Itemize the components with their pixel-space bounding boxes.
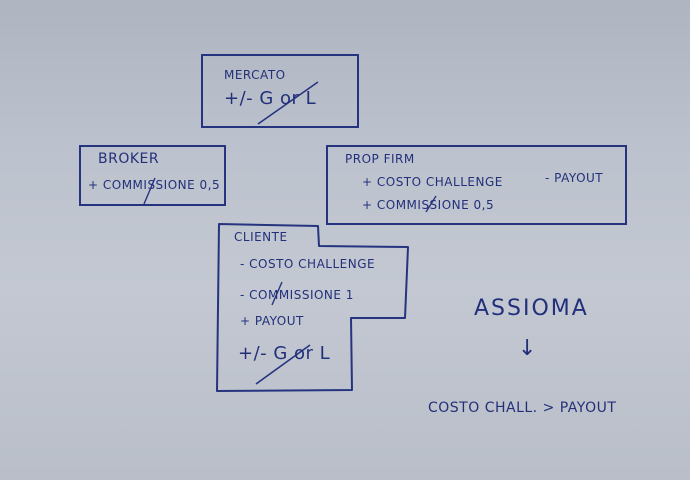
broker-box [79,145,226,206]
assioma-arrow-icon: ↓ [518,336,539,361]
broker-line1: + COMMISSIONE 0,5 [88,178,221,192]
cliente-line3: + PAYOUT [240,314,304,328]
assioma-title: ASSIOMA [474,296,589,321]
cliente-line2: - COMMISSIONE 1 [240,288,354,302]
mercato-box [201,54,359,128]
prop-firm-payout: - PAYOUT [545,171,604,185]
cliente-gol-strike [255,344,311,385]
cliente-box-outline [216,223,409,392]
prop-firm-strike [425,195,437,213]
cliente-title: CLIENTE [234,230,288,244]
mercato-strike [257,81,319,125]
cliente-line1: - COSTO CHALLENGE [240,257,376,271]
assioma-statement: COSTO CHALL. > PAYOUT [428,400,617,416]
prop-firm-title: PROP FIRM [345,152,415,166]
mercato-title: MERCATO [224,68,286,82]
prop-firm-line1: + COSTO CHALLENGE [362,175,503,189]
mercato-line1: +/- G or L [224,88,317,109]
prop-firm-line2: + COMMISSIONE 0,5 [362,198,495,212]
broker-title: BROKER [98,151,160,167]
cliente-commissione-strike [271,281,283,306]
broker-strike [143,177,156,205]
prop-firm-box [326,145,627,225]
